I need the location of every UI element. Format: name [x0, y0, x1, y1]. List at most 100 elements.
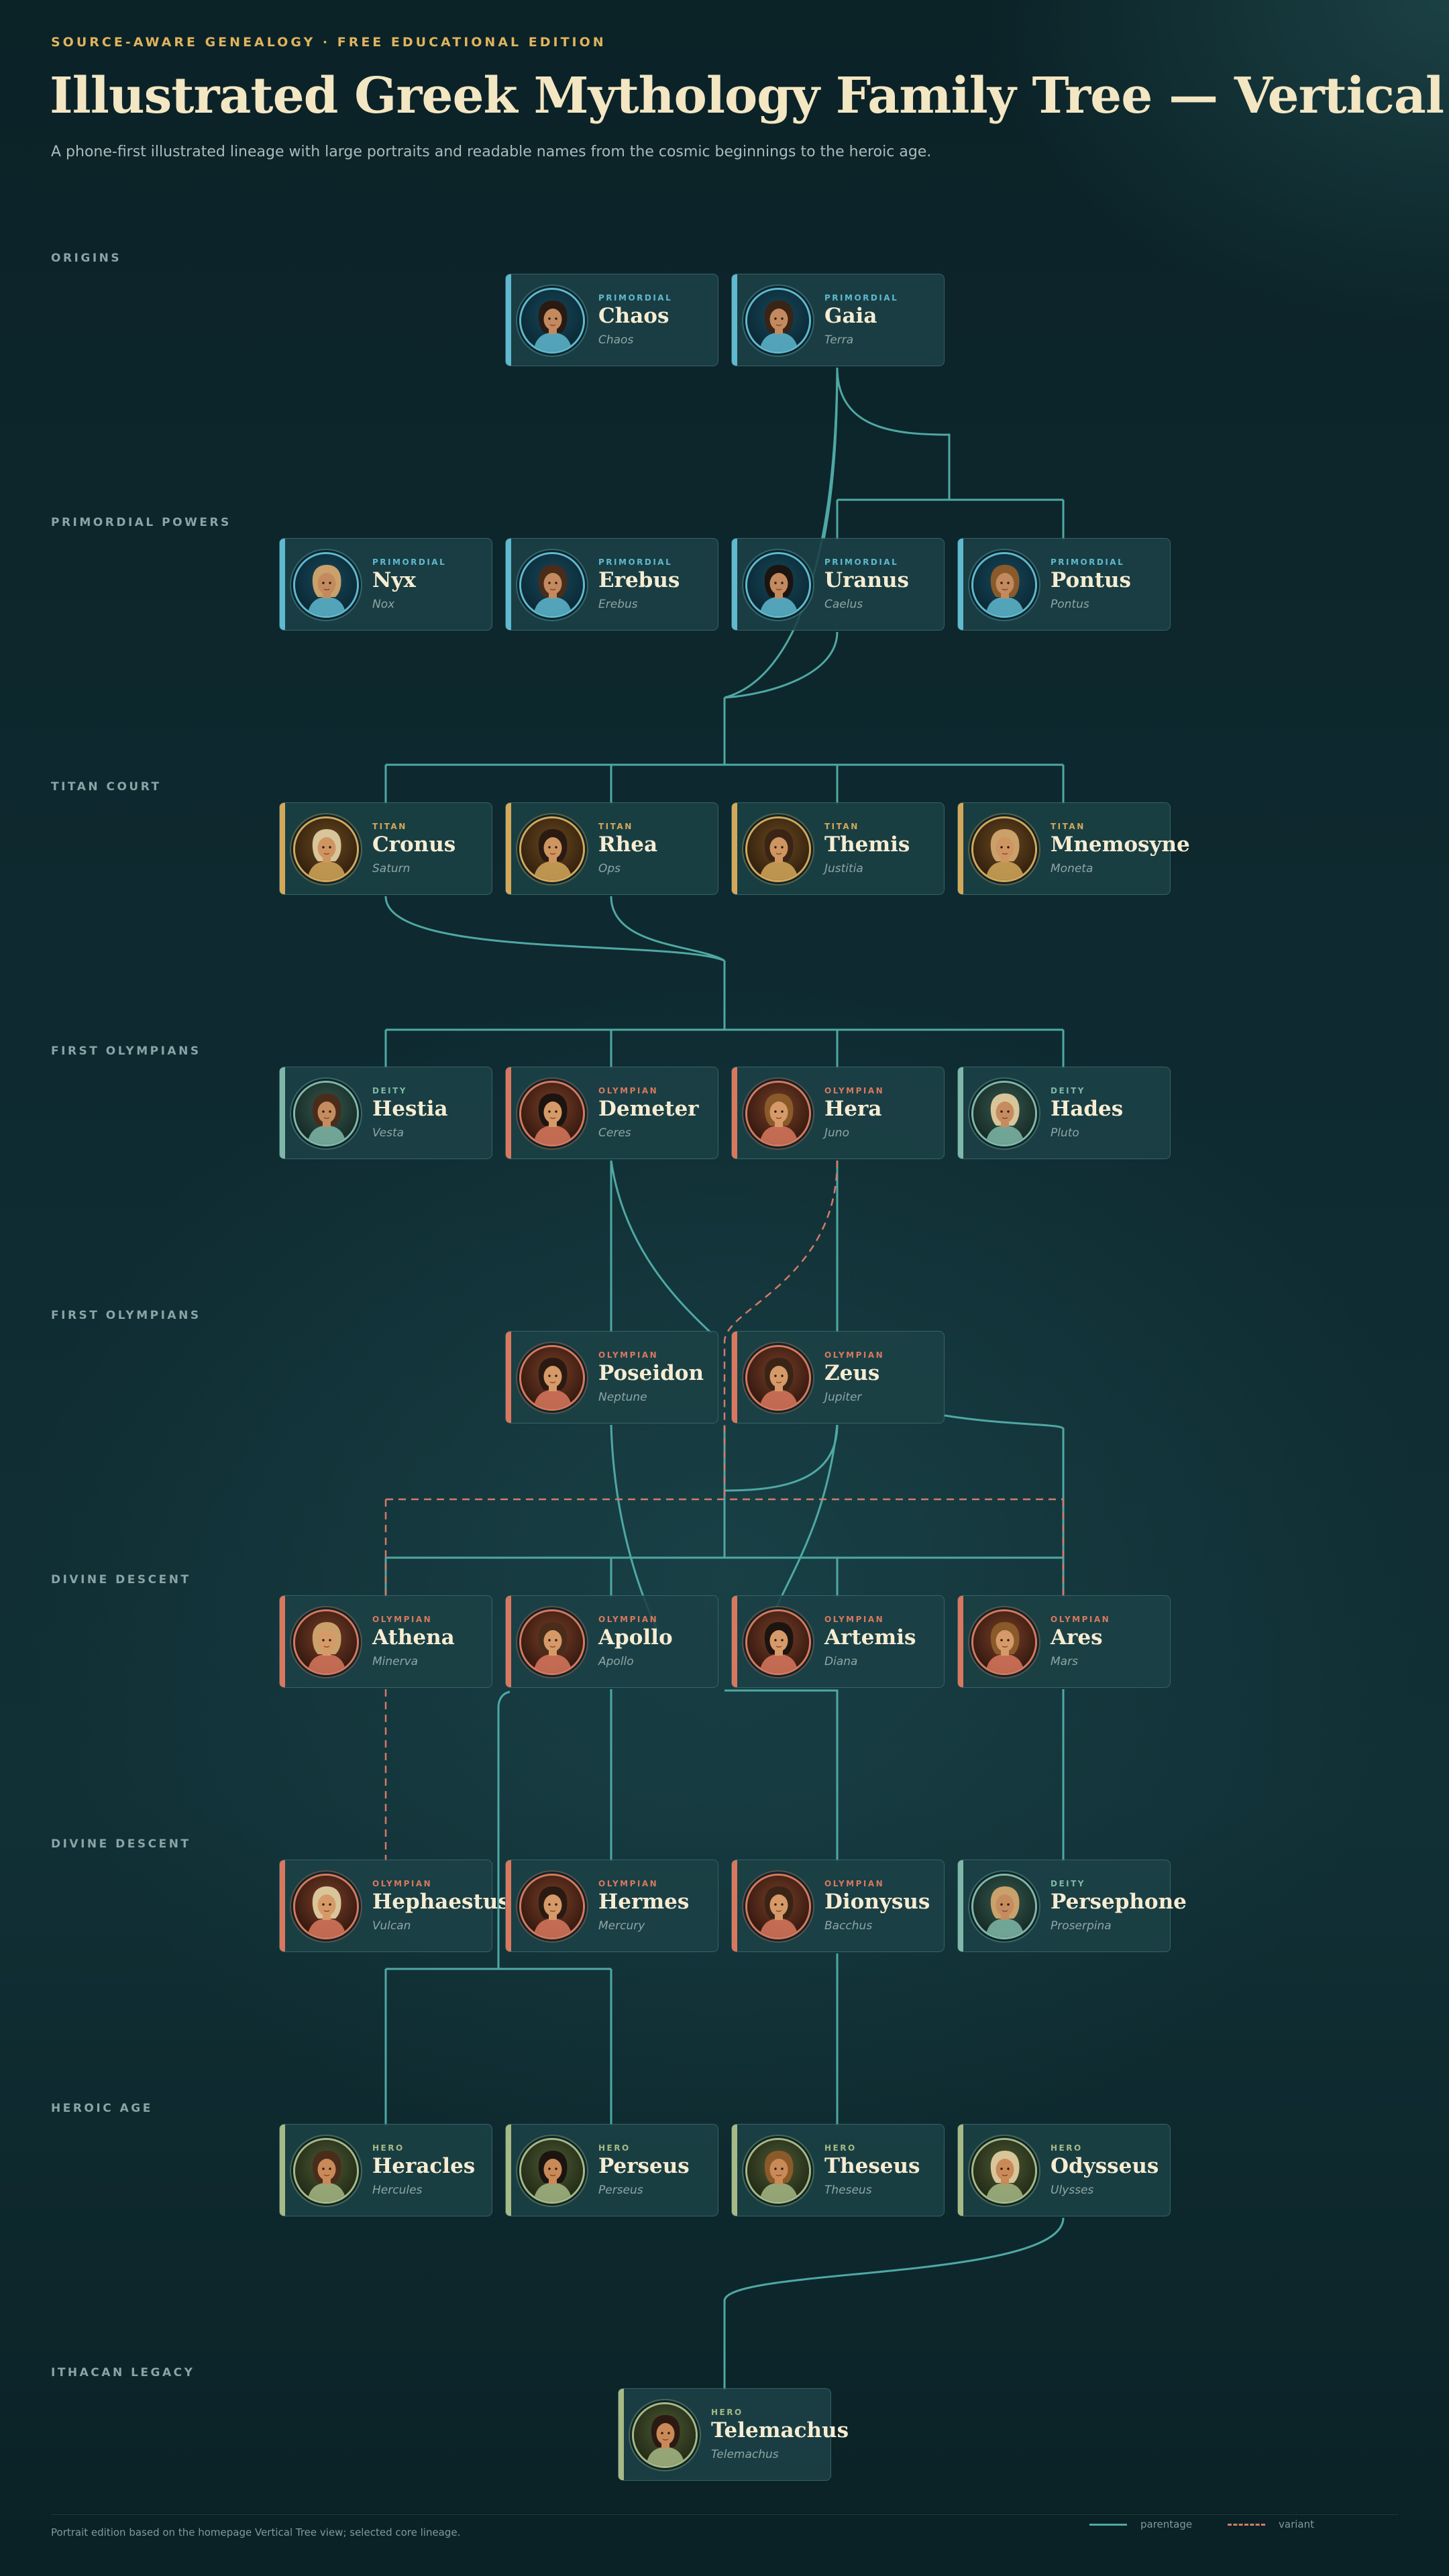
- card-latin-name: Pontus: [1051, 598, 1089, 611]
- card-badge: HERO: [372, 2143, 405, 2153]
- card-name: Hephaestus: [372, 1890, 510, 1914]
- card-name: Pontus: [1051, 568, 1132, 592]
- card-accent-bar: [506, 274, 511, 366]
- card-accent-bar: [732, 1596, 737, 1687]
- card-name: Rhea: [598, 833, 658, 857]
- card-name: Zeus: [824, 1361, 880, 1385]
- page-title: Illustrated Greek Mythology Family Tree …: [50, 67, 1444, 125]
- card-name: Nyx: [372, 568, 416, 592]
- card-accent-bar: [732, 1332, 737, 1423]
- card-latin-name: Vesta: [372, 1126, 405, 1140]
- card-name: Odysseus: [1051, 2154, 1159, 2178]
- artemis-portrait-icon: [745, 1609, 811, 1675]
- card-latin-name: Hercules: [372, 2184, 423, 2197]
- card-badge: OLYMPIAN: [598, 1615, 659, 1624]
- card-badge: OLYMPIAN: [824, 1350, 885, 1360]
- athena-portrait-icon: [293, 1609, 359, 1675]
- eyebrow-label: SOURCE-AWARE GENEALOGY · FREE EDUCATIONA…: [51, 35, 606, 50]
- card-accent-bar: [958, 2125, 963, 2216]
- card-accent-bar: [506, 1332, 511, 1423]
- card-badge: PRIMORDIAL: [598, 293, 673, 303]
- card-accent-bar: [732, 1860, 737, 1951]
- card-latin-name: Proserpina: [1051, 1919, 1112, 1933]
- card-accent-bar: [280, 539, 285, 630]
- ares-portrait-icon: [971, 1609, 1037, 1675]
- card-accent-bar: [506, 1067, 511, 1159]
- edge-hera-variant: [723, 1160, 839, 1499]
- card-latin-name: Moneta: [1051, 862, 1093, 875]
- card-latin-name: Neptune: [598, 1391, 647, 1404]
- apollo-portrait-icon: [519, 1609, 585, 1675]
- odysseus-portrait-icon: [971, 2138, 1037, 2204]
- card-badge: PRIMORDIAL: [824, 557, 899, 567]
- card-accent-bar: [958, 1596, 963, 1687]
- card-name: Dionysus: [824, 1890, 930, 1914]
- perseus-portrait-icon: [519, 2138, 585, 2204]
- card-latin-name: Mercury: [598, 1919, 645, 1933]
- card-accent-bar: [619, 2389, 624, 2480]
- card-latin-name: Minerva: [372, 1655, 419, 1668]
- card-name: Demeter: [598, 1097, 699, 1121]
- card-name: Apollo: [598, 1625, 673, 1650]
- card-accent-bar: [506, 1860, 511, 1951]
- card-accent-bar: [732, 274, 737, 366]
- card-latin-name: Ops: [598, 862, 621, 875]
- edge-zeus-to-bus: [724, 1424, 839, 1492]
- card-name: Telemachus: [711, 2418, 849, 2443]
- card-badge: DEITY: [372, 1086, 407, 1095]
- row-label-divine-descent: DIVINE DESCENT: [51, 1573, 191, 1587]
- gaia-portrait-icon: [745, 288, 811, 354]
- card-badge: HERO: [598, 2143, 631, 2153]
- card-badge: OLYMPIAN: [598, 1879, 659, 1888]
- card-name: Heracles: [372, 2154, 476, 2178]
- card-latin-name: Theseus: [824, 2184, 872, 2197]
- card-name: Persephone: [1051, 1890, 1187, 1914]
- dionysus-portrait-icon: [745, 1874, 811, 1939]
- nyx-portrait-icon: [293, 552, 359, 618]
- legend-parentage-label: parentage: [1140, 2518, 1193, 2530]
- card-latin-name: Chaos: [598, 333, 634, 347]
- card-badge: OLYMPIAN: [824, 1615, 885, 1624]
- card-badge: OLYMPIAN: [372, 1615, 433, 1624]
- card-name: Hestia: [372, 1097, 448, 1121]
- card-latin-name: Nox: [372, 598, 395, 611]
- card-accent-bar: [958, 1860, 963, 1951]
- card-accent-bar: [958, 539, 963, 630]
- edge-hero-trunk: [497, 1690, 511, 1969]
- card-badge: PRIMORDIAL: [598, 557, 673, 567]
- theseus-portrait-icon: [745, 2138, 811, 2204]
- legend-parentage: parentage: [1089, 2518, 1192, 2530]
- card-badge: TITAN: [598, 822, 633, 831]
- card-badge: TITAN: [372, 822, 407, 831]
- card-latin-name: Ceres: [598, 1126, 631, 1140]
